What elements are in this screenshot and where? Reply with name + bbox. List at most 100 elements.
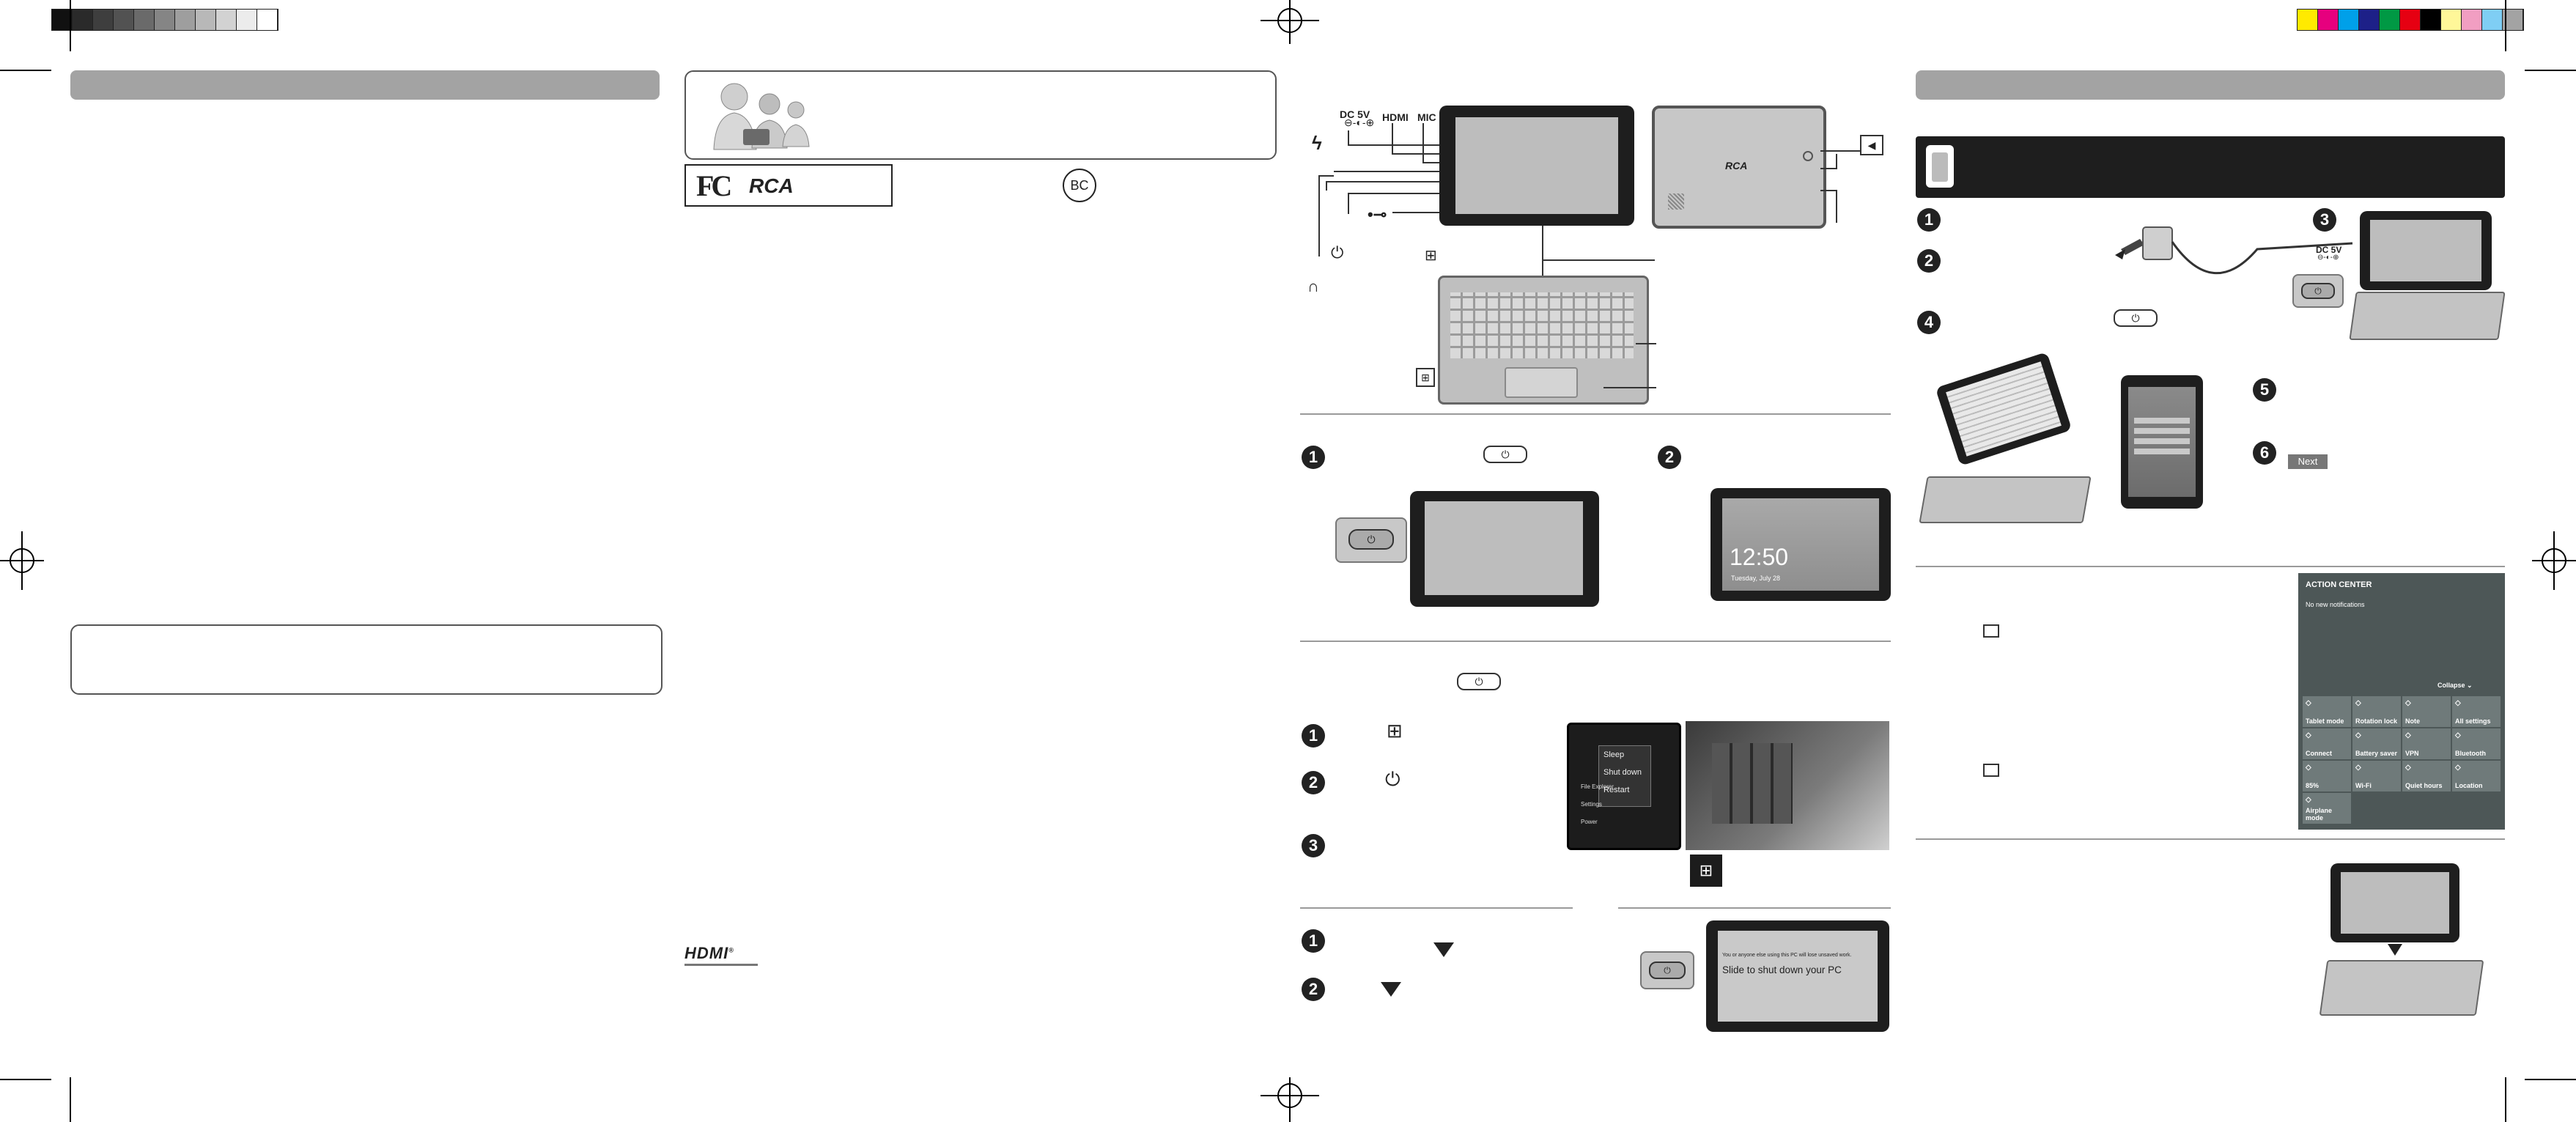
section-divider [1300,907,1573,909]
color-swatch [257,10,278,30]
quick-action-tile[interactable]: ◇Note [2402,696,2451,727]
color-swatch [2339,10,2359,30]
quick-action-tile[interactable]: ◇All settings [2452,696,2501,727]
color-swatch [2400,10,2421,30]
panel-left-notice-box [70,624,663,695]
tablet-front [1439,106,1634,226]
docking-keyboard [2319,960,2484,1016]
tile-icon: ◇ [2306,731,2311,739]
quick-action-tile[interactable]: ◇ VPN [2402,728,2451,759]
quick-action-tile[interactable]: ◇Location [2452,761,2501,791]
menu-restart[interactable]: Restart [1603,786,1630,794]
power-button-closeup-2: ⏻ [1640,951,1694,989]
color-swatch [93,10,114,30]
tablet-power-on [1410,491,1599,607]
tile-icon: ◇ [2455,699,2461,707]
dc-label-setup: DC 5V [2316,245,2342,255]
tile-icon: ◇ [2455,731,2461,739]
hdmi-logo-tagline [684,964,758,966]
quick-action-tile[interactable]: ◇ Battery saver [2352,728,2401,759]
quick-action-tile[interactable]: ◇ Connect [2303,728,2351,759]
tile-icon: ◇ [2405,731,2411,739]
tablet-slide-shutdown: You or anyone else using this PC will lo… [1706,920,1889,1032]
down-arrow-icon [1433,942,1454,957]
dock-base [1919,476,2092,523]
laptop-keyboard [2349,292,2506,340]
quick-action-tile[interactable]: ◇Airplane mode [2303,793,2351,824]
speaker-grille [1668,193,1684,210]
battery-icon-fill [1932,152,1948,182]
phone-setup-fields [2134,418,2190,459]
quick-action-tile[interactable]: ◇ Bluetooth [2452,728,2501,759]
rca-logo: RCA [749,174,794,197]
down-arrow-icon-2 [1381,982,1401,997]
tablet-dock-tilt [1916,352,2092,538]
quick-action-tile[interactable]: ◇Wi-Fi [2352,761,2401,791]
collapse-link[interactable]: Collapse ⌄ [2437,682,2473,690]
quick-action-tile[interactable]: ◇Rotation lock [2352,696,2401,727]
crop-mark [0,1079,51,1080]
step-2-badge: 2 [1917,249,1941,273]
step-1-badge: 1 [1917,208,1941,232]
charger-illustration [2115,226,2353,275]
camera [1803,151,1813,161]
back-callout-lines [1820,150,1860,223]
start-windows-icon: ⊞ [1387,720,1403,742]
svg-text:⊖-◐-⊕: ⊖-◐-⊕ [1344,117,1374,128]
color-swatch [2462,10,2482,30]
slide-warning-text: You or anyone else using this PC will lo… [1722,953,1852,958]
tile-icon: ◇ [2355,731,2361,739]
menu-power[interactable]: Power [1581,819,1598,825]
collapse-label: Collapse [2437,682,2465,689]
dock-tablet-illustration [2316,857,2499,1033]
color-swatch [216,10,237,30]
battery-icon [1926,145,1954,188]
color-swatch [175,10,196,30]
laptop-charging [2349,207,2506,353]
crop-mark [70,0,71,51]
tile-icon: ◇ [2405,764,2411,772]
menu-sleep[interactable]: Sleep [1603,750,1625,759]
tile-label: Location [2455,782,2483,789]
quick-action-tile[interactable]: ◇85% [2303,761,2351,791]
color-swatch [196,10,216,30]
tile-icon: ◇ [2405,699,2411,707]
tile-label: Airplane mode [2306,807,2333,822]
headphone-icon: ∩ [1307,277,1319,295]
tile-label: Connect [2306,750,2332,757]
tile-label: VPN [2405,750,2419,757]
power-button-closeup: ⏻ [1335,517,1407,563]
step-1-badge: 1 [1302,724,1325,748]
color-swatch [73,10,93,30]
section-divider [1618,907,1891,909]
docking-tablet [2330,863,2459,942]
section-divider [1916,566,2505,567]
power-button-icon-2: ⏻ [1649,962,1686,979]
step-1-badge: 1 [1302,929,1325,953]
quick-action-tile[interactable]: ◇Quiet hours [2402,761,2451,791]
quick-action-tile[interactable]: ◇Tablet mode [2303,696,2351,727]
tablet-back: RCA [1652,106,1826,229]
menu-file-explorer[interactable]: File Explorer [1581,783,1614,790]
step-5-badge: 5 [2253,378,2276,402]
color-swatch [134,10,155,30]
tile-label: Bluetooth [2455,750,2486,757]
tile-label: Battery saver [2355,750,2398,757]
desktop-start-screenshot [1686,721,1889,850]
power-button-pill: ⏻ [1483,446,1527,463]
windows-button-callout: ⊞ [1690,855,1722,887]
hdmi-port-label: HDMI [1382,111,1409,123]
menu-shut-down[interactable]: Shut down [1603,768,1642,777]
tile-icon: ◇ [2306,764,2311,772]
color-swatch [2482,10,2503,30]
certification-logo-box: FC RCA [684,164,893,207]
keyboard-callout-lines [1636,343,1656,344]
tile-icon: ◇ [2306,699,2311,707]
tile-icon: ◇ [2355,764,2361,772]
menu-settings[interactable]: Settings [1581,801,1602,808]
next-button[interactable]: Next [2288,454,2328,469]
registration-target [0,531,44,590]
registration-target [1261,1077,1319,1122]
hdmi-logo-text: HDMI [684,944,729,962]
port-callout-lines: ⊖-◐-⊕ [1318,117,1441,256]
